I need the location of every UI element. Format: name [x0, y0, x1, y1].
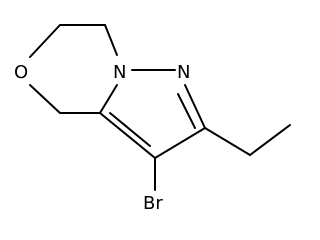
bond-n-c-fused — [99, 84, 118, 114]
bond-o-c-bottom-left — [29, 84, 61, 114]
bond-o-c-top-left — [29, 24, 61, 58]
bond-c-c-fused-double — [109, 112, 151, 147]
atom-nitrogen-imine: N — [177, 62, 190, 83]
atom-nitrogen-bridge: N — [113, 62, 126, 83]
atom-bromine: Br — [143, 193, 163, 214]
bond-ethyl-1 — [204, 127, 251, 156]
atom-labels: O N N Br — [14, 62, 190, 214]
bond-ethyl-2 — [249, 124, 291, 156]
bond-c-c-fused — [99, 112, 156, 159]
structure-canvas: O N N Br — [14, 24, 291, 214]
bond-n-c-ring — [184, 84, 206, 129]
atom-oxygen: O — [14, 62, 28, 83]
molecule-diagram: O N N Br — [14, 24, 291, 214]
bonds — [29, 24, 291, 191]
bond-n-c-ring-double — [177, 93, 196, 129]
bond-c-n-bridge — [104, 24, 118, 56]
bond-c-c-ring-bottom — [154, 127, 206, 159]
